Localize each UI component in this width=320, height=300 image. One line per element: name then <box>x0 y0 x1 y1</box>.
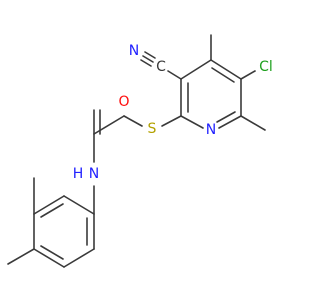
bond-c4-c5-inner <box>211 67 235 83</box>
bond-s-ch2 <box>123 115 143 127</box>
bond-ch2-carbonyl <box>93 115 125 135</box>
nitrile-n-label: N <box>129 43 139 59</box>
bonds <box>7 34 266 268</box>
bond-nitrile-triple-b <box>144 51 156 59</box>
bond-nring-c2 <box>180 115 204 129</box>
bond-ar4-methyl <box>7 248 35 265</box>
bond-c6-methyl <box>240 115 266 131</box>
sulfur-label: S <box>148 121 157 137</box>
ring-n-label: N <box>206 122 216 138</box>
bond-c3-cnitrile <box>167 70 182 80</box>
amide-h-label: H <box>73 166 84 182</box>
bond-ar5-ar6 <box>63 248 95 268</box>
bond-ar2-ar3 <box>33 195 65 215</box>
bond-c4-c5 <box>210 59 242 80</box>
bond-nitrile-triple-a <box>142 55 154 63</box>
bond-c5-cl <box>240 70 256 80</box>
nitrile-c-label: C <box>156 59 166 75</box>
amide-n-label: N <box>89 166 99 182</box>
bond-c6-nring <box>218 115 242 129</box>
bond-ar4-ar5 <box>33 248 65 268</box>
bond-ar1-ar2 <box>63 195 95 215</box>
atom-labels: N C Cl S N O N H <box>73 43 273 182</box>
molecule-structure: N C Cl S N O N H <box>7 34 273 268</box>
oxygen-label: O <box>118 94 129 110</box>
bond-c6-nring-inner <box>216 111 236 123</box>
bond-nitrile-triple-c <box>140 59 152 67</box>
bond-ar4-ar5-inner <box>40 245 64 260</box>
bond-ar2-ar3-inner <box>40 203 64 218</box>
bond-c2-s <box>161 115 182 127</box>
chlorine-label: Cl <box>259 59 273 75</box>
bond-c3-c4 <box>180 59 212 80</box>
